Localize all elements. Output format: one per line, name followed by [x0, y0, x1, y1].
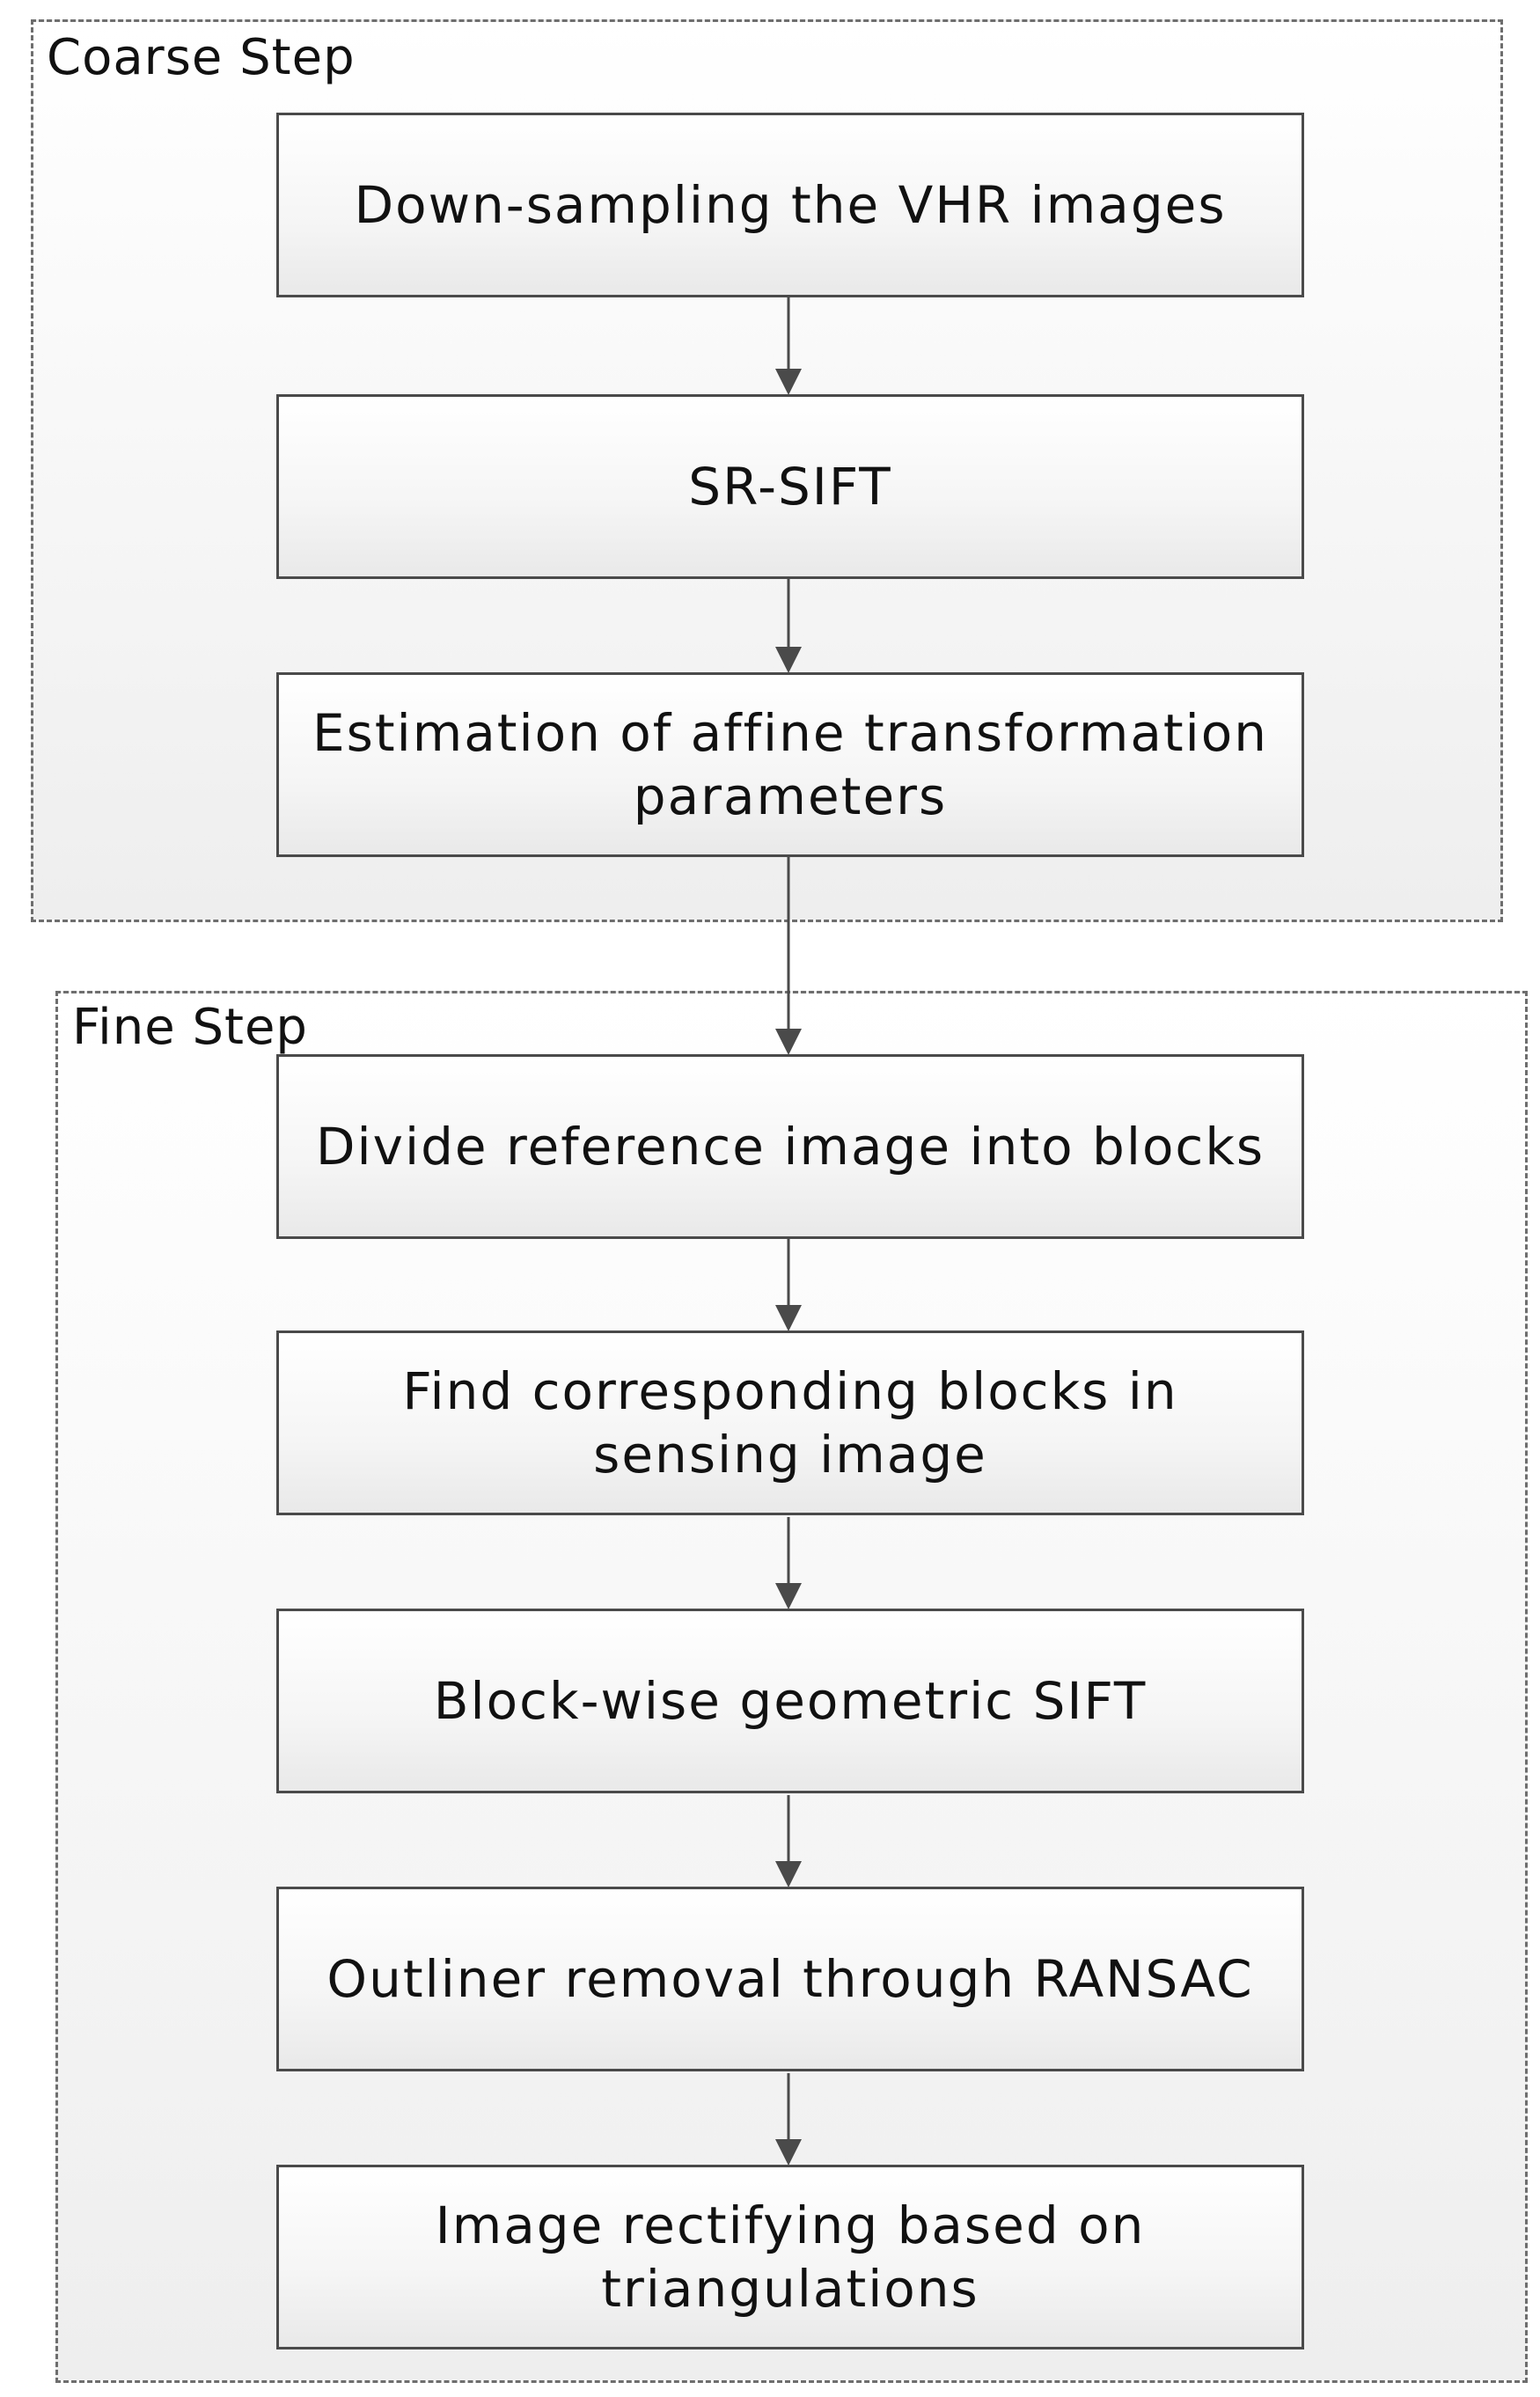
step-blockwise-sift: Block-wise geometric SIFT: [276, 1609, 1304, 1793]
step-rectifying: Image rectifying based on triangulations: [276, 2165, 1304, 2349]
step-blockwise-sift-label: Block-wise geometric SIFT: [433, 1671, 1148, 1731]
fine-step-label: Fine Step: [72, 999, 308, 1056]
step-sr-sift-label: SR-SIFT: [688, 457, 892, 517]
step-affine-estimation-label: Estimation of affine transformation para…: [312, 703, 1268, 826]
step-divide-blocks: Divide reference image into blocks: [276, 1054, 1304, 1239]
step-divide-blocks-label: Divide reference image into blocks: [315, 1117, 1265, 1177]
step-downsampling-label: Down-sampling the VHR images: [354, 175, 1227, 235]
step-downsampling: Down-sampling the VHR images: [276, 113, 1304, 297]
step-rectifying-label: Image rectifying based on triangulations: [435, 2195, 1146, 2319]
step-sr-sift: SR-SIFT: [276, 394, 1304, 579]
step-find-corresponding: Find corresponding blocks in sensing ima…: [276, 1330, 1304, 1515]
step-find-corresponding-label: Find corresponding blocks in sensing ima…: [402, 1361, 1178, 1484]
step-ransac: Outliner removal through RANSAC: [276, 1887, 1304, 2071]
step-ransac-label: Outliner removal through RANSAC: [326, 1949, 1254, 2009]
coarse-step-label: Coarse Step: [47, 29, 356, 86]
step-affine-estimation: Estimation of affine transformation para…: [276, 672, 1304, 857]
